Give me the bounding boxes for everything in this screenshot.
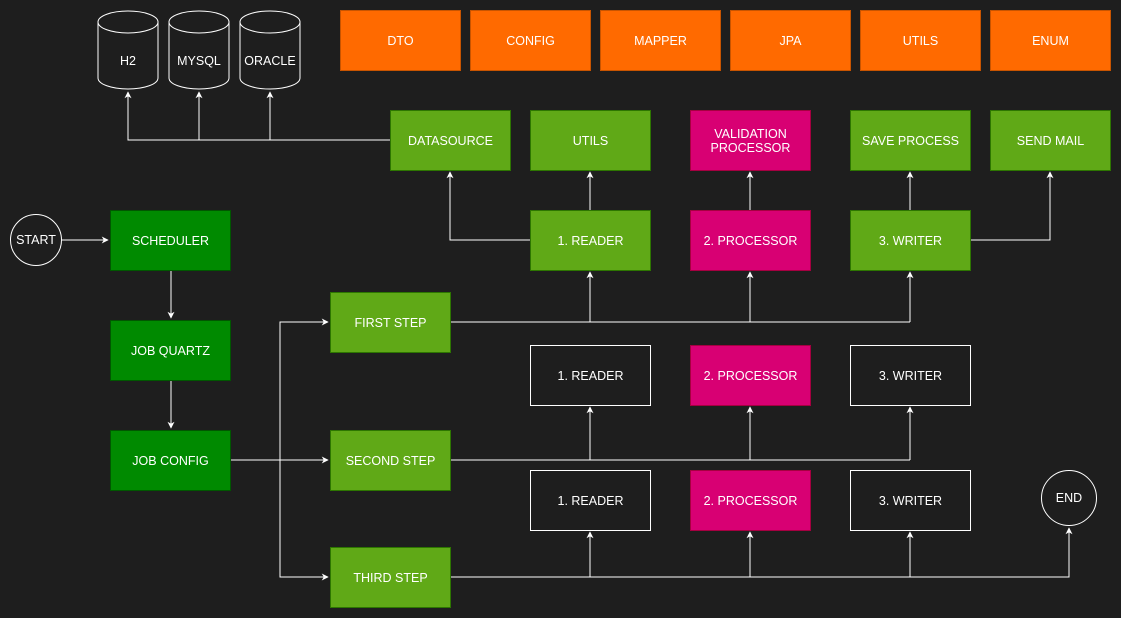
database-label: MYSQL (177, 54, 221, 68)
job-quartz-box[interactable]: JOB QUARTZ (110, 320, 231, 381)
edge-third-bus (451, 527, 1073, 578)
database-icon (97, 10, 159, 90)
edge-datasource-h2 (124, 91, 390, 141)
datasource-box[interactable]: DATASOURCE (390, 110, 511, 171)
database-mysql[interactable]: MYSQL (168, 10, 230, 90)
database-icon (168, 10, 230, 90)
send-mail-box[interactable]: SEND MAIL (990, 110, 1111, 171)
package-enum[interactable]: ENUM (990, 10, 1111, 71)
first-step-box[interactable]: FIRST STEP (330, 292, 451, 353)
first-step-processor[interactable]: 2. PROCESSOR (690, 210, 811, 271)
package-utils[interactable]: UTILS (860, 10, 981, 71)
first-step-reader[interactable]: 1. READER (530, 210, 651, 271)
start-node[interactable]: START (10, 214, 62, 266)
package-jpa[interactable]: JPA (730, 10, 851, 71)
third-step-writer[interactable]: 3. WRITER (850, 470, 971, 531)
validation-processor-box[interactable]: VALIDATION PROCESSOR (690, 110, 811, 171)
second-step-processor[interactable]: 2. PROCESSOR (690, 345, 811, 406)
third-step-reader[interactable]: 1. READER (530, 470, 651, 531)
database-label: ORACLE (244, 54, 296, 68)
package-dto[interactable]: DTO (340, 10, 461, 71)
edge-writer-sendmail (971, 171, 1054, 241)
database-icon (239, 10, 301, 90)
job-config-box[interactable]: JOB CONFIG (110, 430, 231, 491)
second-step-writer[interactable]: 3. WRITER (850, 345, 971, 406)
edge-reader-datasource (446, 171, 530, 241)
second-step-reader[interactable]: 1. READER (530, 345, 651, 406)
edge-config-third (279, 460, 329, 581)
edge-config-first (279, 318, 329, 460)
save-process-box[interactable]: SAVE PROCESS (850, 110, 971, 171)
database-oracle[interactable]: ORACLE (239, 10, 301, 90)
database-h2[interactable]: H2 (97, 10, 159, 90)
scheduler-box[interactable]: SCHEDULER (110, 210, 231, 271)
utils-box[interactable]: UTILS (530, 110, 651, 171)
end-node[interactable]: END (1041, 470, 1097, 526)
database-label: H2 (120, 54, 136, 68)
second-step-box[interactable]: SECOND STEP (330, 430, 451, 491)
package-mapper[interactable]: MAPPER (600, 10, 721, 71)
third-step-processor[interactable]: 2. PROCESSOR (690, 470, 811, 531)
third-step-box[interactable]: THIRD STEP (330, 547, 451, 608)
package-config[interactable]: CONFIG (470, 10, 591, 71)
first-step-writer[interactable]: 3. WRITER (850, 210, 971, 271)
